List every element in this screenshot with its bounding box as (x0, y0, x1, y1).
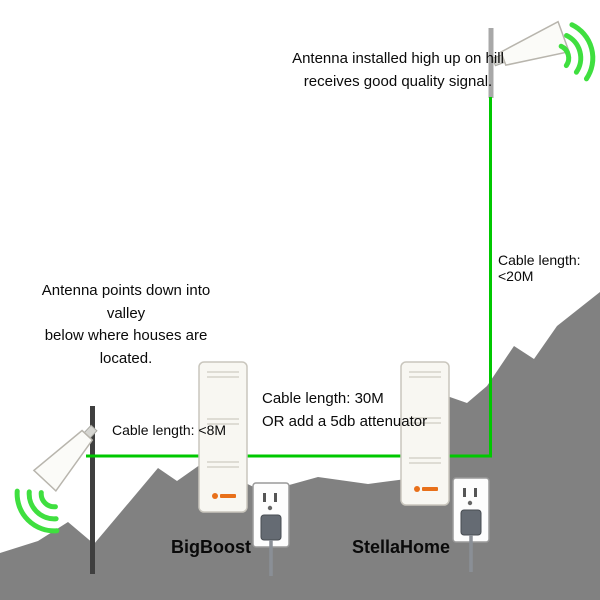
signal-arc (564, 33, 584, 75)
brand-logo-icon (414, 486, 438, 492)
hill-note-line2: receives good quality signal. (303, 72, 493, 90)
valley-antenna-pole (90, 406, 95, 574)
outlet-slot (474, 488, 477, 497)
antenna-body (32, 429, 94, 493)
antenna-body (500, 20, 571, 67)
signal-arc (14, 488, 60, 534)
valley-note-line2: below where houses are located. (44, 327, 208, 367)
valley-antenna-icon (32, 424, 98, 493)
valley-signal-arcs-icon (14, 488, 60, 534)
device-vents (207, 371, 239, 468)
hill-antenna-pole (488, 28, 494, 98)
valley-note-line1: Antenna points down into valley (41, 282, 211, 322)
brand-logo-icon (212, 493, 236, 499)
cable-stellahome-to-hill-antenna (449, 97, 492, 458)
power-plug-icon (460, 509, 482, 536)
cable-length-middle-label: Cable length: 30M OR add a 5db attenuato… (262, 388, 427, 433)
hill-signal-arcs-icon (558, 22, 596, 82)
valley-note: Antenna points down into valley below wh… (30, 280, 222, 370)
hill-note: Antenna installed high up on hill receiv… (290, 48, 506, 93)
outlet-slot (274, 493, 277, 502)
stellahome-device-label: StellaHome (351, 537, 451, 557)
signal-arc (558, 43, 572, 69)
device-vents (409, 371, 441, 464)
device-body (198, 361, 248, 513)
cable-length-middle-line2: OR add a 5db attenuator (262, 412, 428, 430)
cable-runs (86, 97, 492, 458)
hill-terrain (0, 292, 600, 600)
stellahome-outlet-icon (452, 477, 490, 572)
signal-arc (38, 490, 58, 510)
cable-length-middle-line1: Cable length: 30M (262, 390, 384, 407)
signal-arc (26, 489, 59, 522)
cable-length-right-label: Cable length: <20M (498, 252, 581, 284)
outlet-slot (263, 493, 266, 502)
signal-arc (569, 22, 596, 82)
bigboost-device (198, 361, 248, 513)
bigboost-outlet-icon (252, 482, 290, 576)
cable-length-left-label: Cable length: <8M (112, 422, 227, 438)
hill-note-line1: Antenna installed high up on hill (292, 50, 504, 67)
stellahome-device (400, 361, 450, 506)
outlet-ground-hole (267, 505, 273, 511)
bigboost-device-label: BigBoost (171, 537, 251, 557)
device-body (400, 361, 450, 506)
outlet-slot (463, 488, 466, 497)
outlet-ground-hole (467, 500, 473, 506)
